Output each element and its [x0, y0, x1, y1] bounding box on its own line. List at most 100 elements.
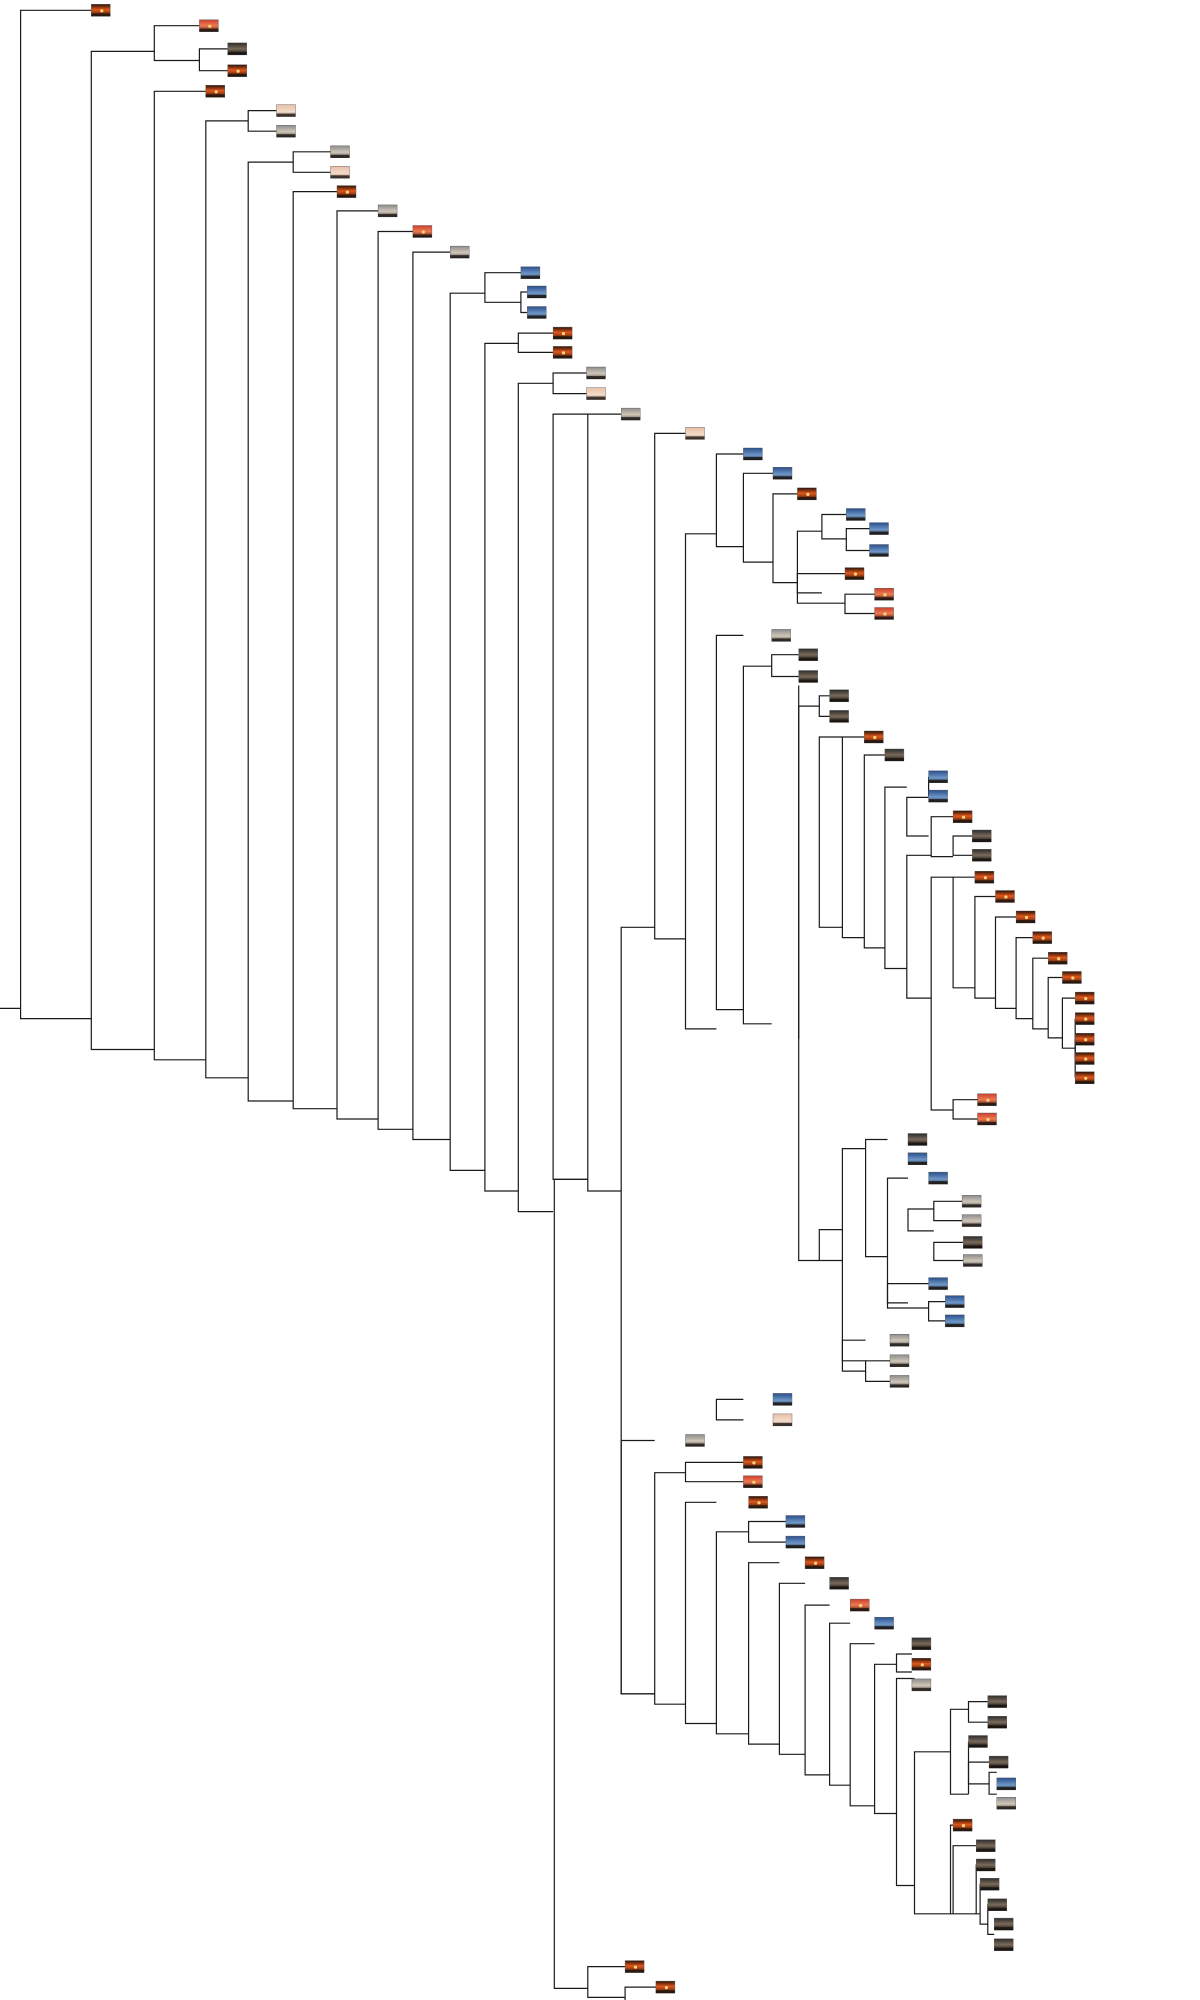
- thumbnail-horizon: [928, 1181, 948, 1185]
- leaf-thumbnail-6: [276, 104, 296, 117]
- thumbnail-horizon: [963, 1245, 983, 1249]
- dendrogram-link-39: [818, 695, 830, 717]
- dendrogram-link-19: [517, 382, 554, 1213]
- leaf-thumbnail-39: [928, 770, 948, 783]
- thumbnail-horizon: [773, 1402, 792, 1406]
- leaf-thumbnail-49: [1062, 971, 1082, 984]
- thumbnail-horizon: [586, 376, 606, 379]
- dendrogram-link-23: [620, 926, 655, 1695]
- leaf-thumbnail-80: [850, 1598, 870, 1612]
- leaf-thumbnail-46: [1015, 910, 1036, 924]
- dendrogram-link-41: [841, 736, 865, 939]
- dendrogram-link-64: [907, 1208, 934, 1232]
- thumbnail-horizon: [846, 517, 866, 521]
- dendrogram-link-6: [205, 120, 249, 1079]
- leaf-thumbnail-72: [685, 1434, 705, 1447]
- dendrogram-link-68: [928, 1301, 946, 1322]
- thumbnail-horizon: [553, 336, 573, 340]
- thumbnail-horizon: [330, 175, 350, 179]
- leaf-thumbnail-2: [199, 19, 219, 32]
- dendrogram-link-5: [153, 90, 206, 1061]
- thumbnail-sun: [920, 1663, 924, 1667]
- thumbnail-horizon: [829, 1586, 849, 1590]
- leaf-thumbnail-56: [977, 1112, 997, 1126]
- leaf-thumbnail-65: [945, 1295, 965, 1308]
- leaf-thumbnail-35: [829, 689, 849, 702]
- thumbnail-horizon: [874, 1626, 894, 1630]
- dendrogram-link-33: [844, 593, 875, 615]
- thumbnail-horizon: [829, 698, 849, 702]
- leaf-thumbnail-8: [330, 145, 350, 159]
- thumbnail-horizon: [553, 355, 573, 359]
- leaf-thumbnail-47: [1032, 931, 1053, 944]
- dendrogram-link-79: [778, 1582, 806, 1755]
- leaf-thumbnail-15: [527, 285, 547, 299]
- thumbnail-horizon: [330, 154, 350, 158]
- thumbnail-horizon: [974, 880, 994, 884]
- thumbnail-sun: [986, 1098, 990, 1102]
- leaf-thumbnail-26: [846, 508, 866, 521]
- thumbnail-horizon: [977, 1122, 997, 1125]
- dendrogram-link-42: [863, 754, 885, 949]
- dendrogram-link-73: [654, 1472, 686, 1705]
- thumbnail-horizon: [621, 417, 641, 421]
- leaf-thumbnail-33: [798, 648, 818, 661]
- leaf-thumbnail-34: [798, 670, 818, 683]
- leaf-thumbnail-55: [977, 1093, 997, 1106]
- thumbnail-horizon: [1075, 1001, 1095, 1005]
- thumbnail-horizon: [869, 531, 889, 535]
- dendrogram-link-97: [553, 1178, 588, 1989]
- leaf-thumbnail-30: [874, 588, 894, 601]
- leaf-thumbnail-60: [961, 1195, 982, 1208]
- thumbnail-horizon: [805, 1565, 825, 1569]
- dendrogram-link-62: [865, 1138, 888, 1258]
- thumbnail-horizon: [685, 436, 705, 440]
- thumbnail-horizon: [864, 740, 884, 743]
- leaf-thumbnail-95: [987, 1898, 1007, 1912]
- leaf-thumbnail-5: [205, 85, 226, 98]
- leaf-thumbnail-23: [743, 447, 763, 461]
- dendrogram-link-35: [742, 665, 772, 1025]
- dendrogram-link-26: [715, 453, 744, 548]
- leaf-thumbnail-18: [552, 346, 573, 359]
- thumbnail-sun: [100, 9, 104, 13]
- leaf-thumbnail-73: [743, 1456, 763, 1469]
- dendrogram-link-44: [906, 796, 929, 837]
- thumbnail-sun: [752, 1480, 756, 1484]
- leaf-thumbnail-53: [1074, 1052, 1095, 1065]
- dendrogram-link-22: [587, 413, 622, 1192]
- thumbnail-sun: [806, 492, 810, 496]
- dendrogram-link-54: [1032, 957, 1049, 1030]
- thumbnail-horizon: [655, 1990, 675, 1994]
- leaf-thumbnail-88: [988, 1755, 1009, 1769]
- thumbnail-horizon: [980, 1887, 1000, 1891]
- leaf-thumbnail-67: [889, 1333, 910, 1347]
- thumbnail-horizon: [1075, 1021, 1095, 1025]
- thumbnail-horizon: [928, 799, 948, 803]
- thumbnail-horizon: [996, 1806, 1016, 1810]
- dendrogram-link-38: [798, 705, 820, 1262]
- leaf-thumbnail-52: [1074, 1032, 1095, 1046]
- dendrogram-link-47: [930, 816, 954, 858]
- dendrogram-link-76: [715, 1531, 749, 1735]
- dendrogram-link-92: [949, 1824, 954, 1915]
- thumbnail-horizon: [972, 839, 992, 842]
- leaf-thumbnail-48: [1047, 952, 1068, 965]
- dendrogram-link-16: [520, 291, 528, 314]
- thumbnail-horizon: [685, 1443, 705, 1447]
- leaf-thumbnail-32: [771, 629, 791, 642]
- dendrogram-link-30: [821, 513, 847, 540]
- dendrogram-link-72: [620, 1439, 655, 1695]
- thumbnail-horizon: [953, 819, 973, 823]
- thumbnail-horizon: [977, 1102, 997, 1106]
- leaf-thumbnail-66: [945, 1314, 965, 1328]
- leaf-thumbnail-78: [804, 1556, 825, 1569]
- thumbnail-horizon: [869, 553, 889, 557]
- thumbnail-horizon: [771, 638, 791, 642]
- dendrogram-link-60: [818, 1229, 843, 1262]
- thumbnail-sun: [983, 876, 988, 880]
- thumbnail-sun: [561, 332, 566, 336]
- dendrogram-link-46: [906, 854, 932, 999]
- leaf-thumbnail-54: [1074, 1071, 1095, 1085]
- dendrogram-link-4: [198, 48, 228, 72]
